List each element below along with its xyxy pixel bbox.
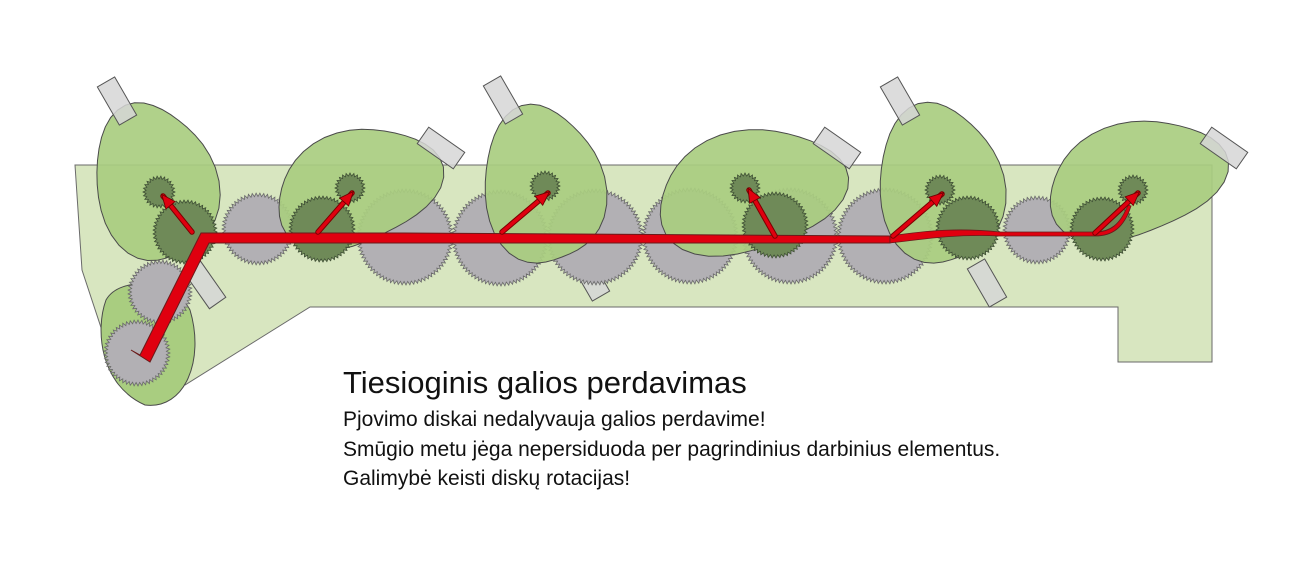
caption-line-3: Galimybė keisti diskų rotacijas! [343, 467, 631, 490]
green-gear-9 [935, 195, 1001, 261]
power-flow-branches [160, 187, 1141, 239]
green-gear-5 [529, 170, 561, 202]
power-flow-branch-4 [746, 187, 778, 239]
mounting-pin-lower-4 [966, 258, 1008, 308]
mounting-pins-upper [96, 75, 1249, 170]
power-flow-branch-2 [315, 190, 355, 235]
power-flow-branch-5 [890, 191, 945, 239]
caption: Tiesioginis galios perdavimas Pjovimo di… [343, 363, 1000, 494]
mounting-pin-upper-5 [879, 76, 921, 126]
power-flow-tail [889, 204, 1132, 244]
mounting-pin-upper-3 [482, 75, 524, 125]
power-flow [130, 204, 1132, 363]
power-flow-branch-1 [160, 193, 195, 235]
mounting-pin-upper-6 [1199, 126, 1249, 170]
caption-line-1: Pjovimo diskai nedalyvauja galios perdav… [343, 408, 766, 431]
mounting-pin-upper-4 [812, 126, 862, 170]
power-flow-branch-3 [499, 190, 551, 235]
green-gear-3 [334, 172, 366, 204]
drive-gear-3 [221, 192, 295, 266]
caption-title: Tiesioginis galios perdavimas [343, 365, 747, 400]
mounting-pin-upper-1 [96, 76, 138, 126]
caption-line-2: Smūgio metu jėga nepersiduoda per pagrin… [343, 437, 1001, 461]
power-flow-branch-6 [1092, 190, 1141, 236]
mounting-pin-upper-2 [416, 126, 466, 170]
